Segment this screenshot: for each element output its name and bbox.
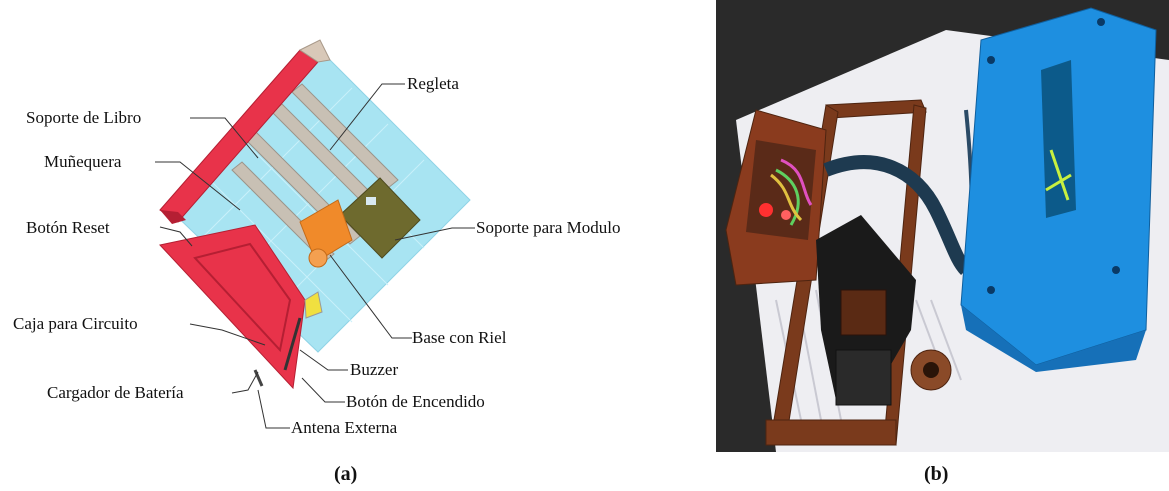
circuit-box xyxy=(159,224,323,390)
orange-base xyxy=(299,199,353,268)
caption-b: (b) xyxy=(924,463,949,485)
label-cargador-de-bateria: Cargador de Batería xyxy=(47,383,184,402)
module-holder xyxy=(339,177,421,259)
label-munequera: Muñequera xyxy=(44,152,122,171)
label-buzzer: Buzzer xyxy=(350,360,399,379)
label-caja-para-circuito: Caja para Circuito xyxy=(13,314,138,333)
label-boton-de-encendido: Botón de Encendido xyxy=(346,392,485,411)
label-base-con-riel: Base con Riel xyxy=(412,328,507,347)
book-support xyxy=(159,39,331,224)
device-photo xyxy=(716,0,1169,491)
panel-a-3d-model: Regleta Soporte de Libro Muñequera Botón… xyxy=(13,39,621,485)
label-soporte-para-modulo: Soporte para Modulo xyxy=(476,218,621,237)
label-regleta: Regleta xyxy=(407,74,459,93)
label-antena-externa: Antena Externa xyxy=(291,418,398,437)
label-soporte-de-libro: Soporte de Libro xyxy=(26,108,142,127)
label-boton-reset: Botón Reset xyxy=(26,218,110,237)
photo-circuit-box xyxy=(725,109,827,286)
caption-a: (a) xyxy=(334,463,358,485)
photo-blue-module xyxy=(960,7,1157,372)
leader-lines xyxy=(155,83,475,429)
model-drawing xyxy=(155,39,475,429)
panel-b-photo: (b) xyxy=(716,0,1169,491)
